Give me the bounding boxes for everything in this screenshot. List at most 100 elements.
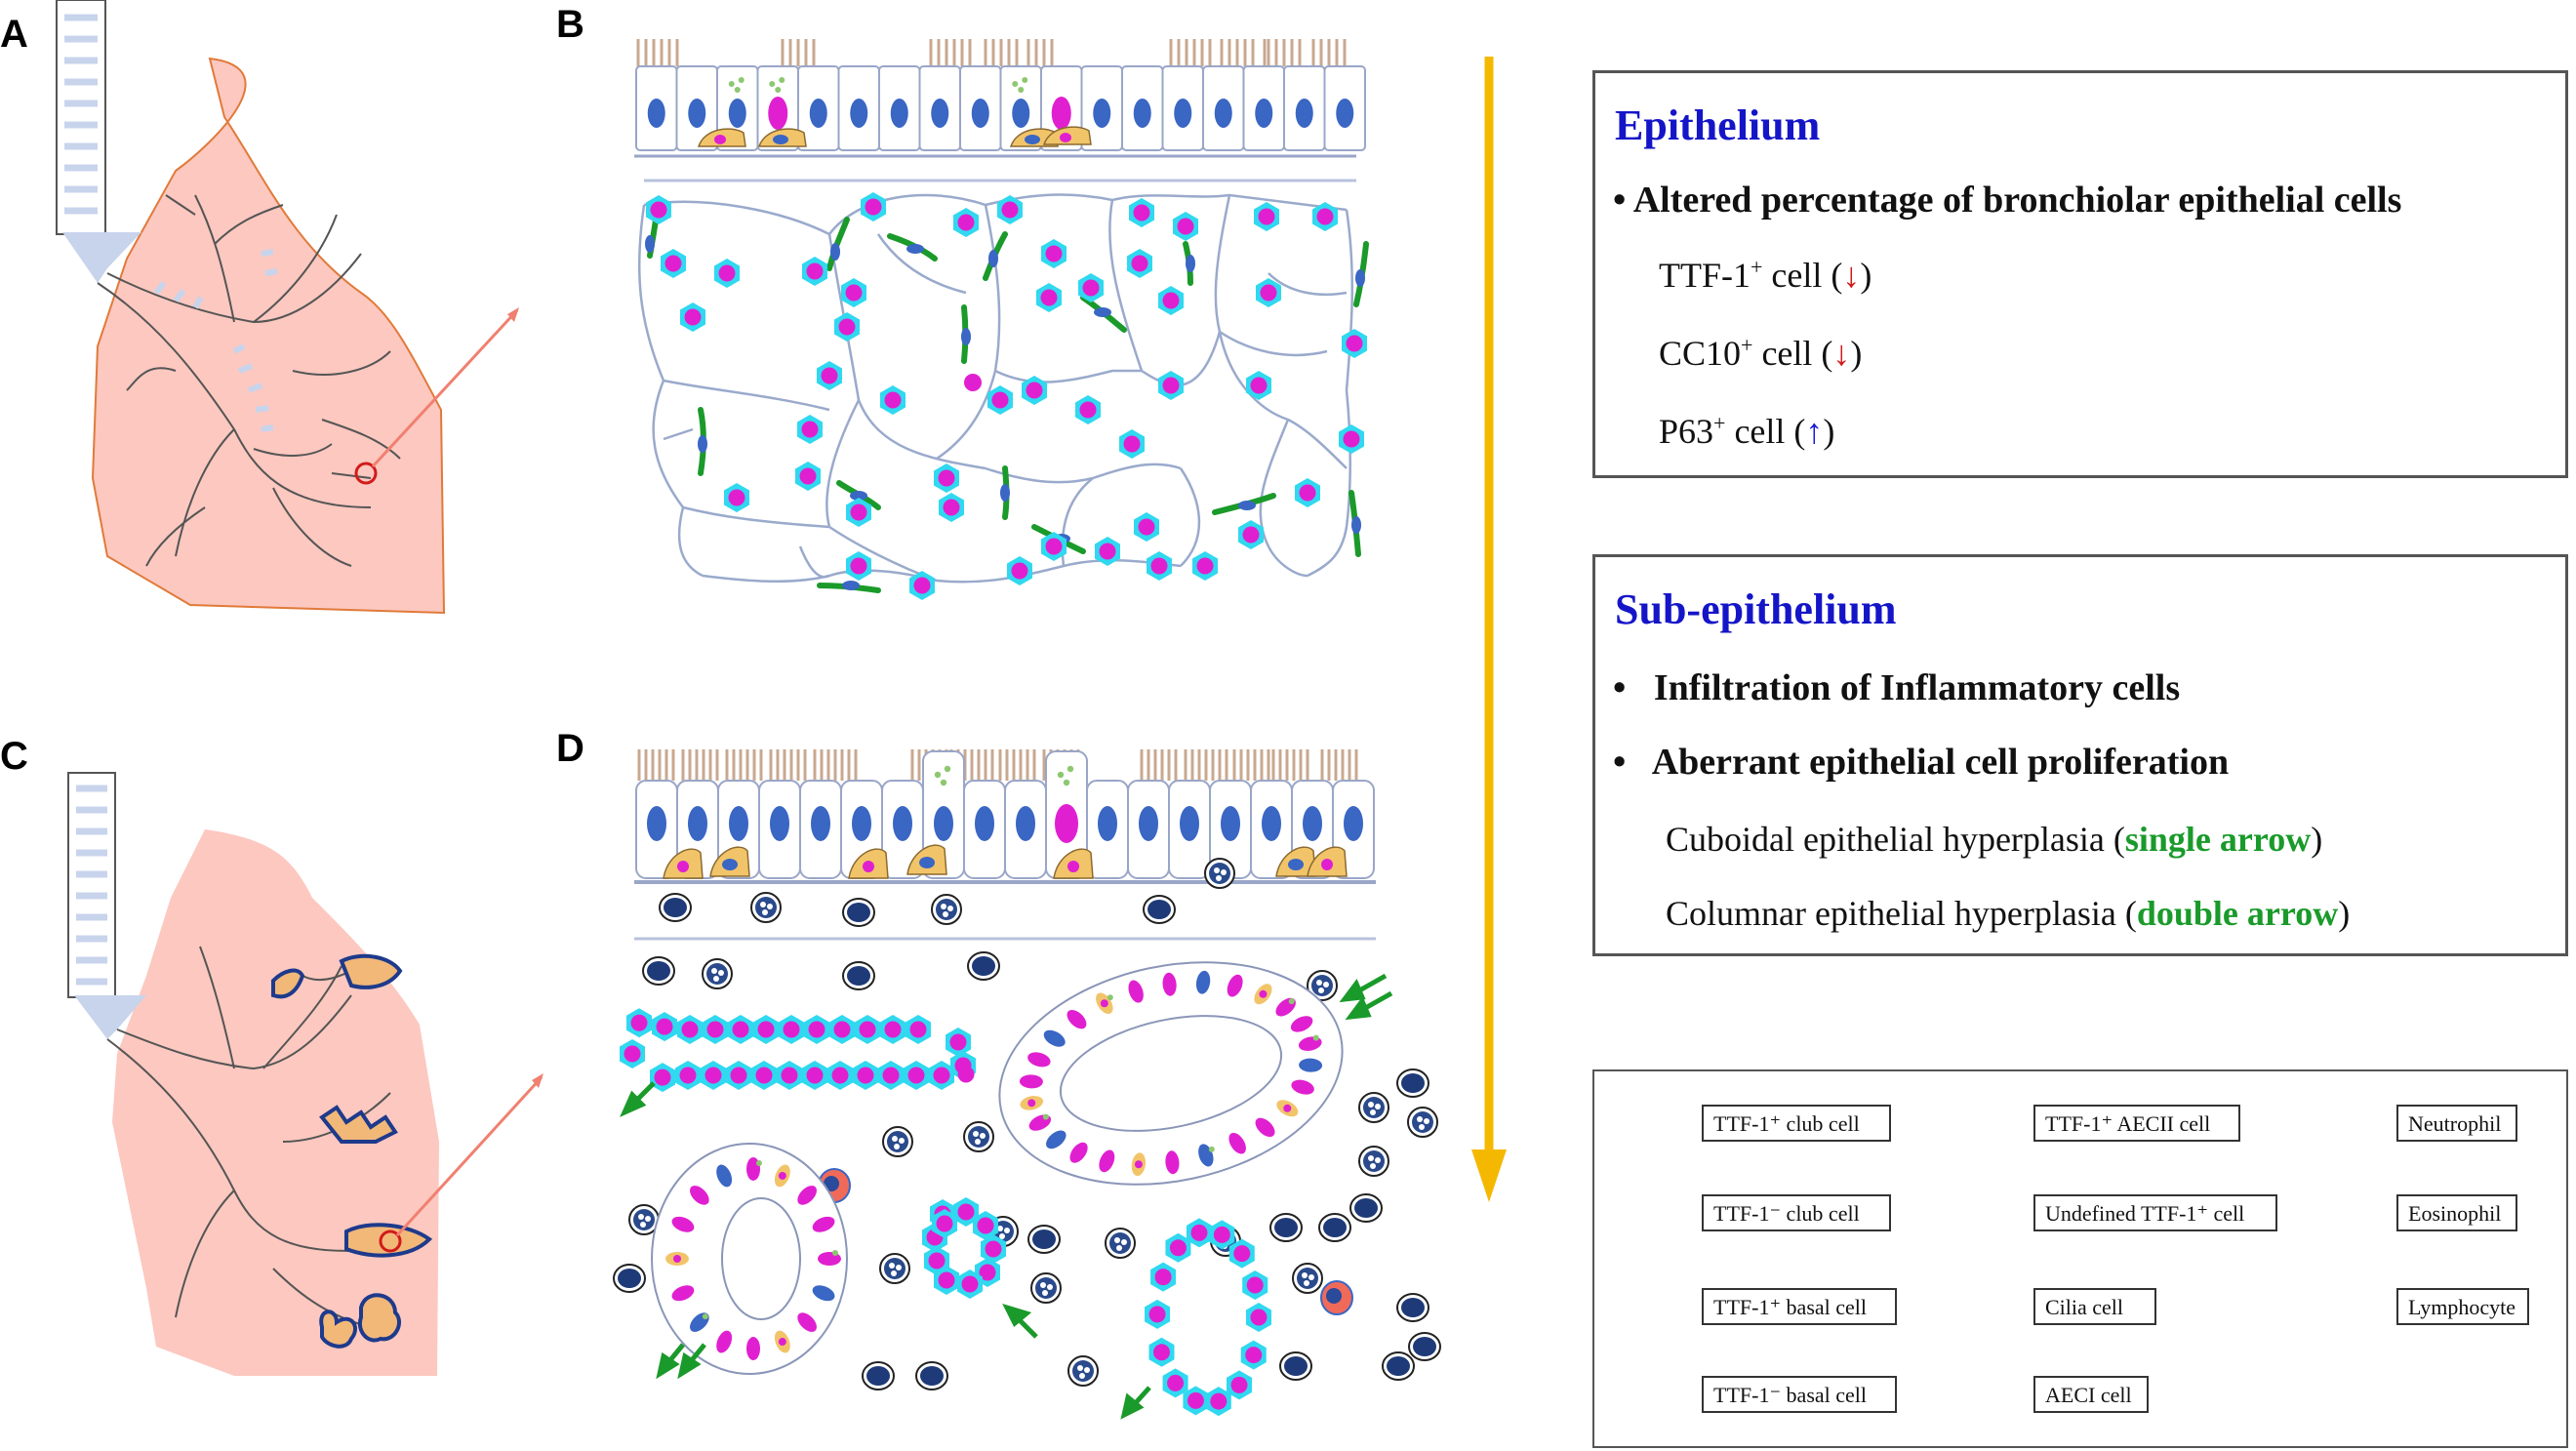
undefined-cell (964, 374, 982, 391)
neutrophil (1358, 1092, 1389, 1123)
gland-cell-nucleus (671, 1285, 695, 1302)
aecii-cell (726, 1061, 751, 1090)
cell-nucleus (728, 99, 746, 128)
cell-nucleus (811, 806, 830, 841)
eosinophil (1320, 1280, 1353, 1315)
aecii-cell (1075, 395, 1101, 424)
aecii-cell (1150, 1262, 1177, 1292)
legend-aeci: AECI cell (2033, 1376, 2149, 1413)
aecii-cell (797, 415, 823, 444)
aecii-cell (906, 1015, 931, 1044)
legend-ttf-pos-basal: TTF-1⁺ basal cell (1702, 1288, 1897, 1325)
aecii-cell (802, 1061, 827, 1090)
epithelium-line-cc10: CC10+ cell (↓) (1659, 333, 1862, 374)
gland-cell-nucleus (1299, 1058, 1323, 1072)
gland-cell-nucleus (1195, 970, 1211, 994)
cuboidal-line: Cuboidal epithelial hyperplasia (single … (1666, 819, 2322, 860)
aecii-cell (846, 551, 871, 581)
granule (1018, 87, 1025, 93)
cell-nucleus (893, 806, 912, 841)
aecii-cell (804, 1015, 829, 1044)
lymphocyte (642, 956, 675, 986)
columnar-gland-small (651, 1143, 848, 1375)
granule (1057, 771, 1065, 779)
cell-nucleus (714, 135, 726, 144)
gland-cell-nucleus (1019, 1074, 1043, 1089)
granule (944, 765, 951, 773)
line-rest: cell ( (1752, 334, 1833, 373)
cell-nucleus (1303, 806, 1322, 841)
legend-box: TTF-1⁺ club cell TTF-1⁻ club cell TTF-1⁺… (1592, 1069, 2568, 1448)
aecii-cell (1129, 198, 1154, 227)
aecii-cell (934, 464, 959, 493)
line-sup: + (1751, 255, 1763, 279)
aecii-cell (714, 259, 740, 288)
lymphocyte (842, 898, 875, 927)
cell-nucleus (1139, 806, 1158, 841)
granule (1107, 994, 1113, 1001)
neutrophil (1067, 1355, 1099, 1387)
gland-cell-nucleus (1162, 972, 1177, 996)
cell-nucleus (1100, 999, 1108, 1008)
granule (769, 81, 776, 87)
aecii-cell (1242, 1270, 1268, 1301)
gland-cell-nucleus (1165, 1150, 1180, 1175)
cell-nucleus (1214, 99, 1232, 128)
cell-nucleus (1288, 859, 1304, 870)
line-rest: cell ( (1725, 412, 1806, 451)
aecii-cell (1254, 202, 1279, 231)
aecii-cell (802, 257, 827, 286)
gland-cell-nucleus (716, 1164, 733, 1188)
aecii-cell (661, 249, 686, 278)
epithelium-title: Epithelium (1615, 101, 1821, 149)
aecii-cell (650, 1063, 675, 1093)
lymphocyte (1396, 1068, 1429, 1098)
lymphocyte (1396, 1293, 1429, 1322)
cell-nucleus (768, 97, 788, 130)
aecii-cell (1148, 1337, 1175, 1367)
aecii-cell (751, 1061, 777, 1090)
lymphocyte (1318, 1213, 1351, 1242)
cell-nucleus (852, 806, 871, 841)
cell-nucleus (1174, 99, 1192, 128)
panel-d-epithelium (613, 749, 1441, 1420)
aecii-cell (1246, 1303, 1271, 1332)
lymphocyte (1408, 1332, 1441, 1361)
cell-nucleus (1060, 133, 1071, 142)
gland-cell-nucleus (1099, 1149, 1115, 1173)
aecii-cell (841, 278, 866, 307)
aecii-cell (1147, 551, 1172, 581)
aecii-cell (997, 195, 1023, 224)
panel-label-b: B (556, 3, 584, 46)
panel-label-c: C (0, 735, 28, 778)
gland-cell-nucleus (1227, 974, 1243, 997)
gland-cell-nucleus (1069, 1142, 1088, 1163)
aecii-cell (795, 462, 821, 491)
cell-nucleus (647, 806, 666, 841)
aecii-cell (861, 192, 886, 222)
bullet-text: Infiltration of Inflammatory cells (1653, 667, 2181, 708)
aecii-cell (779, 1015, 804, 1044)
cell-nucleus (1259, 989, 1268, 998)
cell-nucleus (778, 1338, 786, 1347)
aecii-cell (904, 1061, 929, 1090)
subepithelium-box: Sub-epithelium • Infiltration of Inflamm… (1592, 554, 2568, 956)
epithelium-line-p63: P63+ cell (↑) (1659, 411, 1834, 452)
granule (934, 771, 942, 779)
cell-nucleus (1051, 97, 1071, 130)
cell-nucleus (863, 861, 874, 872)
line-marker: CC10 (1659, 334, 1742, 373)
subepithelium-bullet-2: • Aberrant epithelial cell proliferation (1613, 742, 2230, 783)
double-arrow-text: double arrow (2136, 894, 2339, 933)
aecii-cell (626, 1008, 652, 1038)
gland-cell-nucleus (1128, 980, 1144, 1003)
cell-nucleus (1133, 99, 1151, 128)
aecii-cell (1158, 371, 1184, 400)
granule (734, 87, 741, 93)
granule (1288, 998, 1295, 1005)
line-sup: + (1741, 333, 1753, 357)
epithelium-bullet: • Altered percentage of bronchiolar epit… (1613, 180, 2402, 221)
lymphocyte (862, 1361, 895, 1391)
gland-cell-nucleus (812, 1216, 835, 1232)
granule (1312, 1034, 1319, 1041)
